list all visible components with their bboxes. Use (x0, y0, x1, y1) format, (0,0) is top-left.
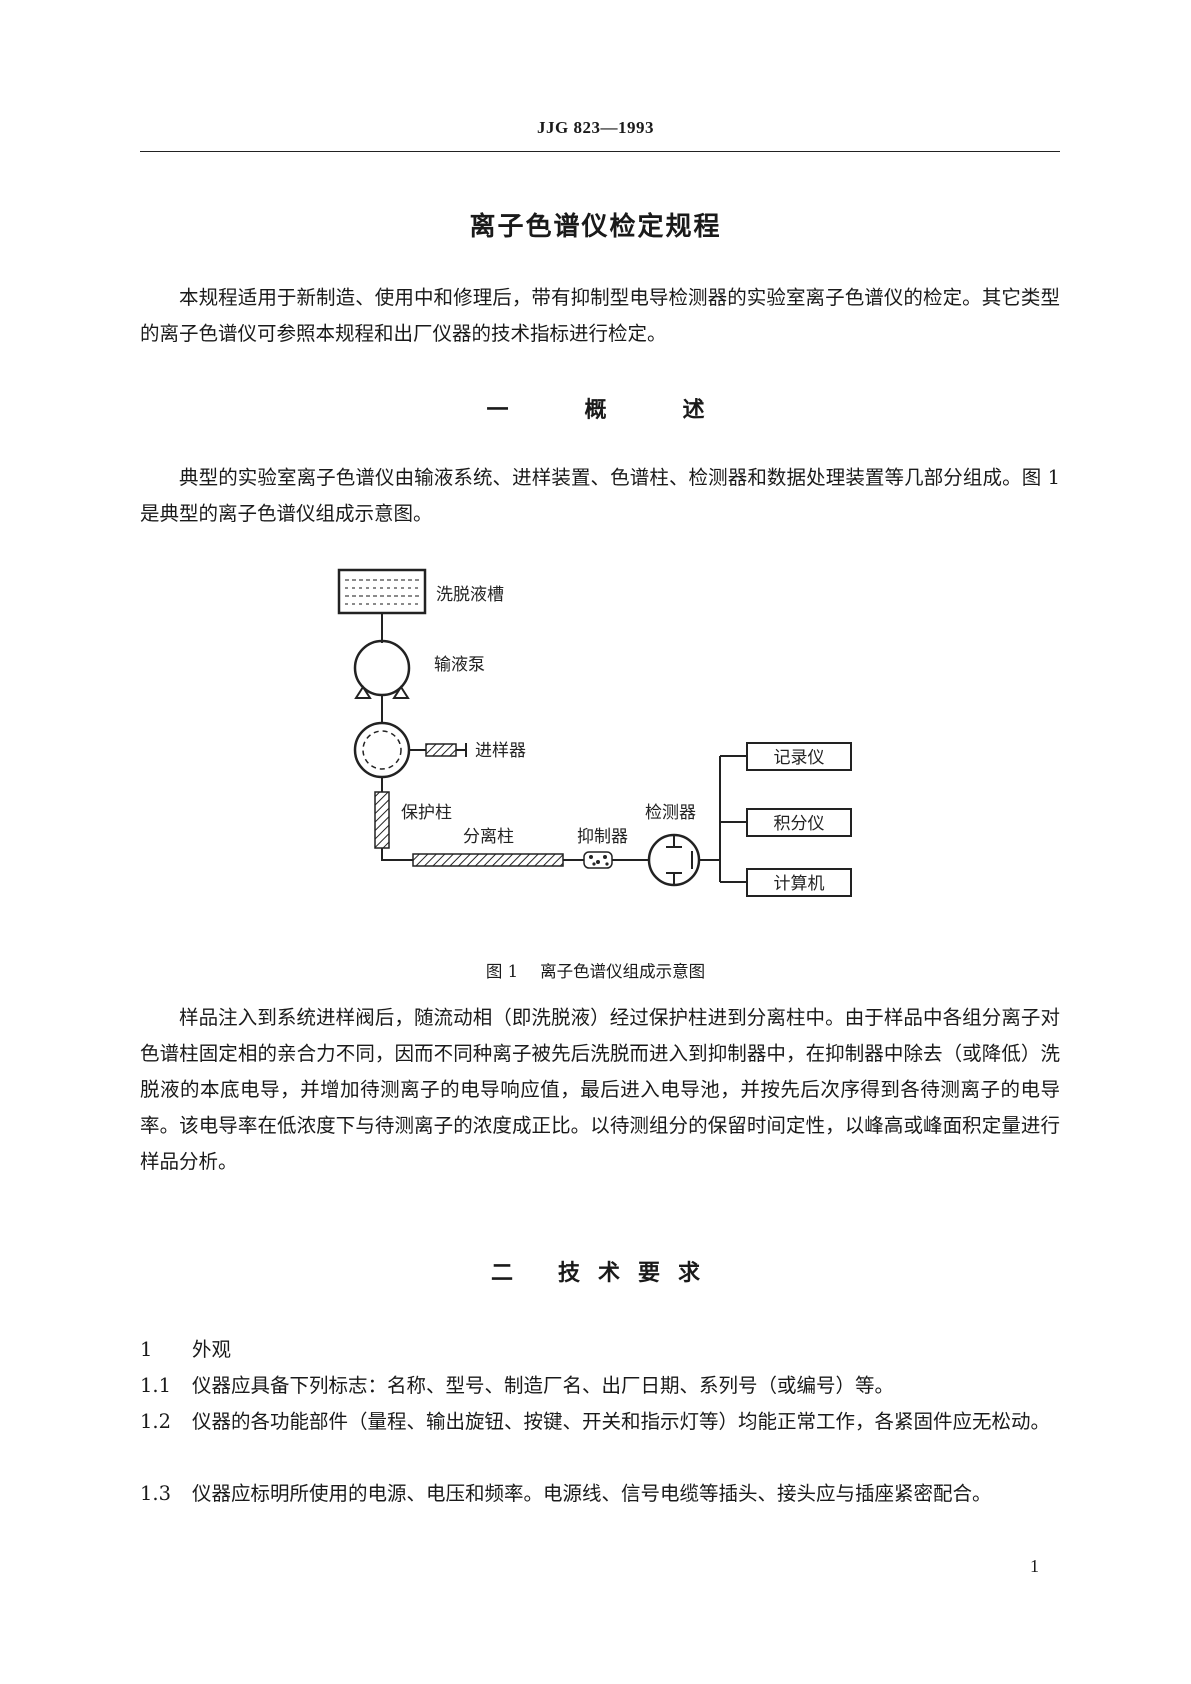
header-rule (140, 151, 1060, 152)
injector-valve (353, 721, 411, 779)
section-number: 一 (486, 398, 509, 423)
recorder-label: 记录仪 (774, 748, 825, 768)
process-paragraph: 样品注入到系统进样阀后，随流动相（即洗脱液）经过保护柱进到分离柱中。由于样品中各… (140, 1006, 1060, 1173)
page-title: 离子色谱仪检定规程 (469, 212, 722, 242)
figure-number: 图 1 (485, 962, 519, 981)
clause-text: 外观 (192, 1338, 232, 1361)
section-title-char: 求 (678, 1261, 701, 1286)
clause-item: 1 外观 (140, 1332, 1060, 1368)
section-heading-overview: 一概述 (0, 392, 1191, 424)
suppressor-label: 抑制器 (577, 827, 628, 847)
section-number: 二 (490, 1261, 513, 1286)
figure-caption-text: 离子色谱仪组成示意图 (540, 962, 706, 981)
detector-label: 检测器 (645, 803, 696, 823)
clause-text: 仪器应标明所使用的电源、电压和频率。电源线、信号电缆等插头、接头应与插座紧密配合… (192, 1482, 992, 1505)
figure-caption: 图 1 离子色谱仪组成示意图 (0, 958, 1191, 982)
section-title-char: 概 (584, 398, 607, 423)
section-title-char: 述 (682, 398, 705, 423)
recorder-box (746, 742, 852, 771)
eluent-tank (337, 568, 427, 615)
clause-number: 1.2 (140, 1410, 172, 1433)
computer-label: 计算机 (774, 874, 825, 894)
section-title-char: 技 (557, 1261, 580, 1286)
eluent-tank-label: 洗脱液槽 (436, 585, 504, 605)
overview-paragraph: 典型的实验室离子色谱仪由输液系统、进样装置、色谱柱、检测器和数据处理装置等几部分… (140, 466, 1060, 525)
document-code-header: JJG 823—1993 (537, 118, 654, 137)
guard-column-label: 保护柱 (401, 803, 452, 823)
page-number: 1 (1030, 1556, 1039, 1576)
pump (353, 639, 411, 699)
clause-text: 仪器的各功能部件（量程、输出旋钮、按键、开关和指示灯等）均能正常工作，各紧固件应… (192, 1410, 1051, 1433)
integrator-box (746, 808, 852, 837)
injector-label: 进样器 (475, 741, 526, 761)
detector (647, 833, 701, 887)
section-title-char: 要 (638, 1261, 661, 1286)
guard-column (374, 791, 390, 849)
separation-column (412, 853, 564, 867)
clause-number: 1.3 (140, 1482, 172, 1505)
syringe (409, 743, 467, 757)
ion-chromatograph-diagram: 洗脱液槽 输液泵 进样器 保护柱 分离柱 抑制器 (337, 568, 852, 897)
section-heading-requirements: 二 技术要求 (0, 1255, 1191, 1287)
clause-item: 1.1 仪器应具备下列标志：名称、型号、制造厂名、出厂日期、系列号（或编号）等。 (140, 1368, 1060, 1404)
suppressor (583, 851, 613, 869)
clause-number: 1 (140, 1338, 153, 1361)
integrator-label: 积分仪 (774, 814, 825, 834)
clause-item: 1.3 仪器应标明所使用的电源、电压和频率。电源线、信号电缆等插头、接头应与插座紧… (140, 1476, 1060, 1512)
pump-label: 输液泵 (434, 655, 485, 675)
intro-paragraph: 本规程适用于新制造、使用中和修理后，带有抑制型电导检测器的实验室离子色谱仪的检定… (140, 286, 1060, 345)
clause-number: 1.1 (140, 1374, 172, 1397)
section-title-char: 术 (597, 1261, 620, 1286)
clause-text: 仪器应具备下列标志：名称、型号、制造厂名、出厂日期、系列号（或编号）等。 (192, 1374, 895, 1397)
separation-column-label: 分离柱 (463, 827, 514, 847)
clause-item: 1.2 仪器的各功能部件（量程、输出旋钮、按键、开关和指示灯等）均能正常工作，各紧… (140, 1404, 1060, 1440)
computer-box (746, 868, 852, 897)
